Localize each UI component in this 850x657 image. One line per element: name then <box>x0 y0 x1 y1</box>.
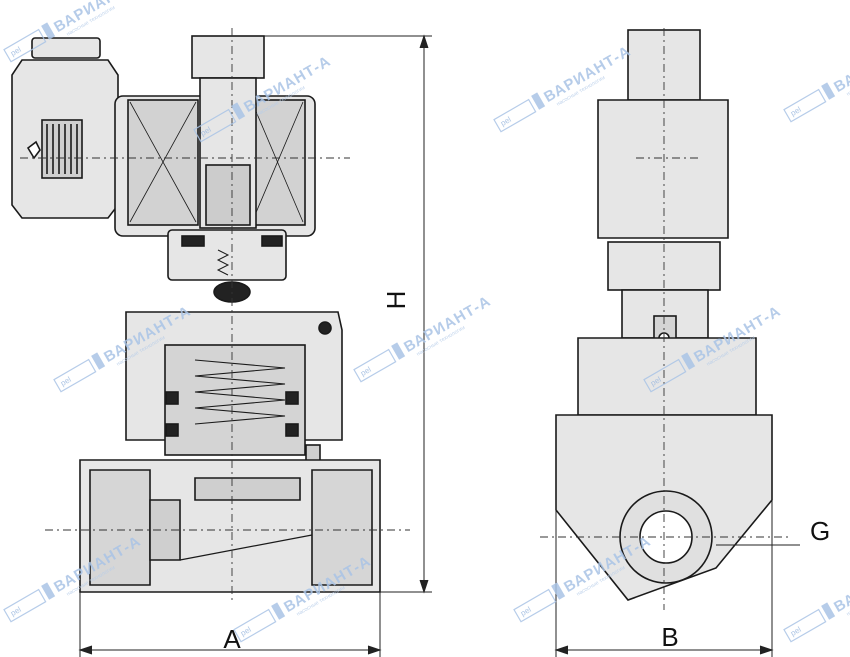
watermark-logo-box <box>193 108 237 143</box>
watermark-bar <box>681 352 696 370</box>
plunger-tube <box>191 35 265 229</box>
valve-upper-body <box>125 311 343 468</box>
watermark-bar <box>531 92 546 110</box>
bonnet <box>167 229 287 303</box>
watermark-logo-box <box>783 88 827 123</box>
watermark-bar <box>231 102 246 120</box>
watermark-logo-box <box>3 28 47 63</box>
watermark-logo-box <box>493 98 537 133</box>
side-view <box>540 28 790 610</box>
dimension-label-h: H <box>381 291 411 310</box>
watermark-brand: ВАРИАНТ-А <box>831 33 850 96</box>
watermark-bar <box>91 352 106 370</box>
watermark-bar <box>271 602 286 620</box>
watermark-bar <box>41 582 56 600</box>
watermark-bar <box>391 342 406 360</box>
front-section-view <box>11 28 410 600</box>
side-coil <box>597 99 729 239</box>
dimension-lines <box>78 34 800 657</box>
watermark-logo-box <box>233 608 277 643</box>
watermark-logo-box <box>353 348 397 383</box>
watermark-logo-box <box>53 358 97 393</box>
watermark-bar <box>821 82 836 100</box>
dimension-label-g: G <box>810 516 830 546</box>
watermark-logo-box <box>3 588 47 623</box>
watermark-logo-box <box>643 358 687 393</box>
watermark-brand: ВАРИАНТ-А <box>831 553 850 616</box>
watermark-brand: ВАРИАНТ-А <box>541 43 634 106</box>
watermark-bar <box>551 582 566 600</box>
watermark-bar <box>821 602 836 620</box>
connector-plug <box>11 37 119 219</box>
dimension-label-b: B <box>661 622 678 652</box>
watermark-logo-box <box>783 608 827 643</box>
watermark-bar <box>41 22 56 40</box>
watermark-brand: ВАРИАНТ-А <box>401 293 494 356</box>
valve-lower-body <box>79 459 381 593</box>
watermark-logo-box <box>513 588 557 623</box>
dimension-label-a: A <box>223 624 241 654</box>
